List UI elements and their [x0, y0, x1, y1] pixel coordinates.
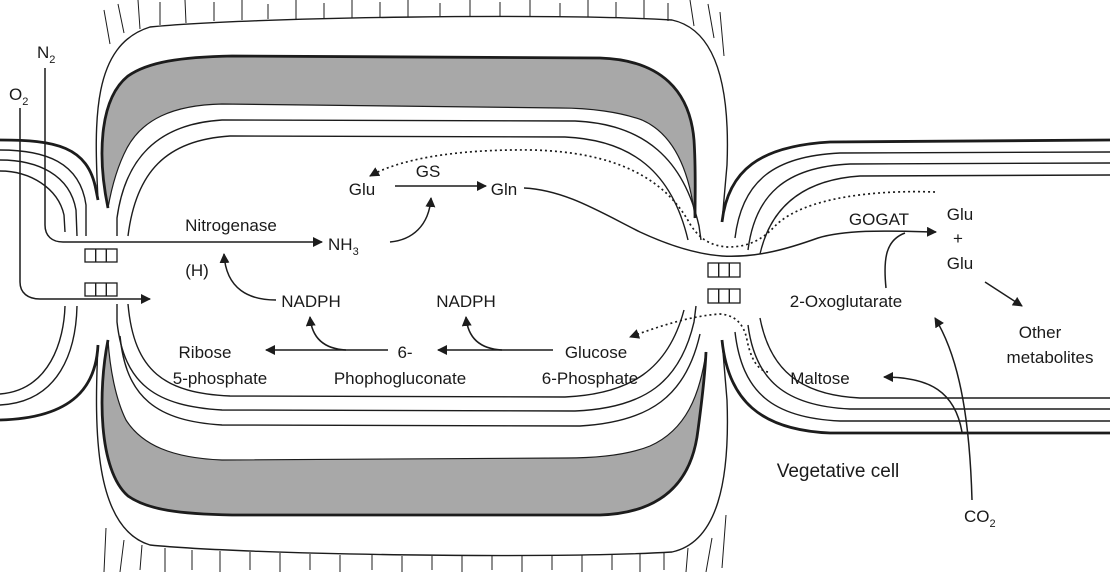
vegetative-cell-label: Vegetative cell: [777, 461, 900, 482]
nadph-label-right: NADPH: [436, 292, 496, 311]
o2-label-subscript: 2: [22, 96, 28, 108]
right-vegetative-cell-wall-top: [735, 152, 1110, 238]
envelope-hairs-top: [104, 0, 724, 56]
ribose-label-line-1: Ribose: [179, 343, 232, 362]
oxoglutarate-to-gogat-line: [885, 233, 905, 288]
reductant-arrow: [224, 254, 276, 300]
glucose-label-line-1: Glucose: [565, 343, 627, 362]
glu-to-other-metabolites-arrow: [985, 282, 1022, 306]
nadph-label-left: NADPH: [281, 292, 341, 311]
nh3-label-base: NH: [328, 235, 353, 254]
left-vegetative-cell-wall-top: [0, 150, 86, 236]
h-label: (H): [185, 261, 209, 280]
pore-left-bottom: [85, 283, 117, 296]
phosphogluconate-label-line-2: Phophogluconate: [334, 369, 466, 388]
oxoglutarate-label: 2-Oxoglutarate: [790, 292, 902, 311]
maltose-label: Maltose: [790, 369, 850, 388]
plus-label: +: [953, 229, 963, 248]
heterocyst-outer-envelope-top: [96, 16, 727, 222]
nh3-to-gs-arrow: [390, 198, 431, 242]
o2-label-base: O: [9, 85, 22, 104]
co2-label-base: CO: [964, 507, 990, 526]
co2-to-maltose-arrow: [884, 377, 962, 432]
left-vegetative-cell-wall-top: [0, 171, 65, 232]
left-vegetative-cell-wall-bottom: [0, 306, 77, 405]
left-vegetative-cell-wall-bottom: [0, 306, 65, 394]
glu-label-1: Glu: [947, 205, 973, 224]
left-vegetative-cell-wall-bottom-outer: [0, 345, 98, 420]
gogat-label: GOGAT: [849, 210, 909, 229]
co2-label-subscript: 2: [990, 518, 996, 530]
maltose-transport-dotted-arrow: [630, 314, 768, 372]
glucose-label-line-2: 6-Phosphate: [542, 369, 638, 388]
nitrogenase-label: Nitrogenase: [185, 216, 277, 235]
gln-label: Gln: [491, 180, 517, 199]
nadph-left-arrow: [310, 317, 346, 350]
o2-label: O2: [9, 85, 28, 108]
glu-label-2: Glu: [947, 254, 973, 273]
n2-label-base: N: [37, 43, 49, 62]
gs-label: GS: [416, 162, 441, 181]
co2-label: CO2: [964, 507, 996, 530]
other-metabolites-label-line-2: metabolites: [1007, 348, 1094, 367]
nadph-right-arrow: [466, 317, 502, 350]
envelope-hairs-bottom: [104, 515, 726, 572]
phosphogluconate-label-line-1: 6-: [397, 343, 412, 362]
other-metabolites-label-line-1: Other: [1019, 323, 1062, 342]
nh3-label-subscript: 3: [353, 246, 359, 258]
pore-right-top: [708, 263, 740, 277]
nh3-label: NH3: [328, 235, 359, 258]
heterocyst-gray-layer-bottom: [102, 340, 706, 515]
n2-label-subscript: 2: [49, 54, 55, 66]
pore-right-bottom: [708, 289, 740, 303]
ribose-label-line-2: 5-phosphate: [173, 369, 268, 388]
pore-left-top: [85, 249, 117, 262]
n2-label: N2: [37, 43, 55, 66]
right-vegetative-cell-wall-top: [760, 175, 1110, 254]
glu-label-heterocyst: Glu: [349, 180, 375, 199]
